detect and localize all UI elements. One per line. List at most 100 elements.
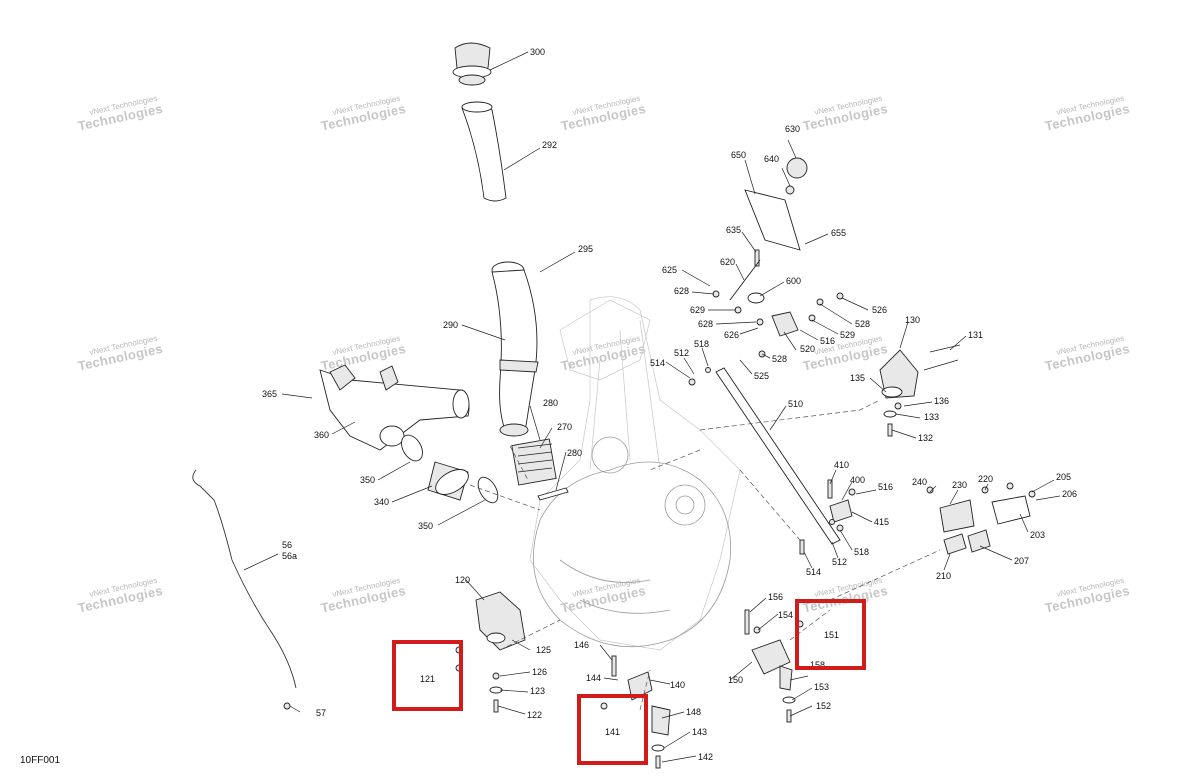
callout-290: 290 [443, 320, 458, 330]
callout-300: 300 [530, 47, 545, 57]
callout-510: 510 [788, 399, 803, 409]
callout-628: 628 [674, 286, 689, 296]
callout-529: 529 [840, 330, 855, 340]
intake-tube [461, 101, 507, 202]
callout-133: 133 [924, 412, 939, 422]
callout-220: 220 [978, 474, 993, 484]
callout-528: 528 [772, 354, 787, 364]
callout-158: 158 [810, 660, 825, 670]
filter-270 [511, 438, 557, 486]
callout-518: 518 [694, 339, 709, 349]
callout-121: 121 [420, 674, 435, 684]
callout-152: 152 [816, 701, 831, 711]
callout-514: 514 [806, 567, 821, 577]
callout-514: 514 [650, 358, 665, 368]
callout-203: 203 [1030, 530, 1045, 540]
callout-518: 518 [854, 547, 869, 557]
linkage-400 [799, 479, 856, 555]
callout-154: 154 [778, 610, 793, 620]
callout-125: 125 [536, 645, 551, 655]
callout-340: 340 [374, 497, 389, 507]
callout-150: 150 [728, 675, 743, 685]
engine-outline [529, 296, 741, 651]
linkage-520 [688, 292, 844, 386]
callout-630: 630 [785, 124, 800, 134]
callout-136: 136 [934, 396, 949, 406]
callout-131: 131 [968, 330, 983, 340]
callout-153: 153 [814, 682, 829, 692]
intake-cap [452, 42, 492, 86]
mount-150 [744, 609, 804, 723]
leader-lines [243, 51, 1061, 763]
callout-156: 156 [768, 592, 783, 602]
clamp-350-top [401, 434, 423, 462]
clamp-350-bottom [477, 476, 499, 504]
callout-525: 525 [754, 371, 769, 381]
callout-415: 415 [874, 517, 889, 527]
module-203 [926, 482, 1036, 555]
callout-629: 629 [690, 305, 705, 315]
callout-655: 655 [831, 228, 846, 238]
callout-600: 600 [786, 276, 801, 286]
callout-400: 400 [850, 475, 865, 485]
bracket-130 [879, 344, 961, 437]
callout-292: 292 [542, 140, 557, 150]
callout-207: 207 [1014, 556, 1029, 566]
callout-270: 270 [557, 422, 572, 432]
callout-240: 240 [912, 477, 927, 487]
coupler-340 [427, 461, 469, 501]
callout-280: 280 [543, 398, 558, 408]
callout-350: 350 [418, 521, 433, 531]
highlight-box-141 [577, 694, 648, 765]
breather-hose [192, 469, 297, 710]
callout-140: 140 [670, 680, 685, 690]
callout-143: 143 [692, 727, 707, 737]
callout-123: 123 [530, 686, 545, 696]
callout-280: 280 [567, 448, 582, 458]
callout-512: 512 [832, 557, 847, 567]
callout-135: 135 [850, 373, 865, 383]
assembly-lines [469, 399, 941, 711]
callout-365: 365 [262, 389, 277, 399]
callout-512: 512 [674, 348, 689, 358]
callout-230: 230 [952, 480, 967, 490]
callout-142: 142 [698, 752, 713, 762]
mount-140-141 [600, 655, 671, 769]
callout-620: 620 [720, 257, 735, 267]
callout-141: 141 [605, 727, 620, 737]
callout-56: 56 [282, 540, 292, 550]
callout-146: 146 [574, 640, 589, 650]
callout-151: 151 [824, 630, 839, 640]
callout-labels: 300 292 295 290 365 360 350 340 350 280 … [262, 47, 1077, 762]
shift-rod-510 [715, 367, 841, 545]
shifter-650 [712, 157, 808, 326]
callout-528: 528 [855, 319, 870, 329]
air-box [319, 364, 470, 451]
callout-350: 350 [360, 475, 375, 485]
callout-57: 57 [316, 708, 326, 718]
callout-628: 628 [698, 319, 713, 329]
mount-bracket-120 [455, 591, 526, 713]
highlight-boxes [392, 599, 866, 765]
callout-210: 210 [936, 571, 951, 581]
callout-625: 625 [662, 265, 677, 275]
callout-516: 516 [820, 336, 835, 346]
callout-120: 120 [455, 575, 470, 585]
diagram-code: 10FF001 [20, 755, 61, 766]
callout-122: 122 [527, 710, 542, 720]
callout-126: 126 [532, 667, 547, 677]
callout-205: 205 [1056, 472, 1071, 482]
callout-295: 295 [578, 244, 593, 254]
pin-280 [537, 487, 569, 501]
intake-duct [491, 261, 539, 437]
callout-132: 132 [918, 433, 933, 443]
callout-410: 410 [834, 460, 849, 470]
callout-526: 526 [872, 305, 887, 315]
callout-626: 626 [724, 330, 739, 340]
callout-130: 130 [905, 315, 920, 325]
callout-56a: 56a [282, 551, 297, 561]
callout-520: 520 [800, 344, 815, 354]
callout-635: 635 [726, 225, 741, 235]
